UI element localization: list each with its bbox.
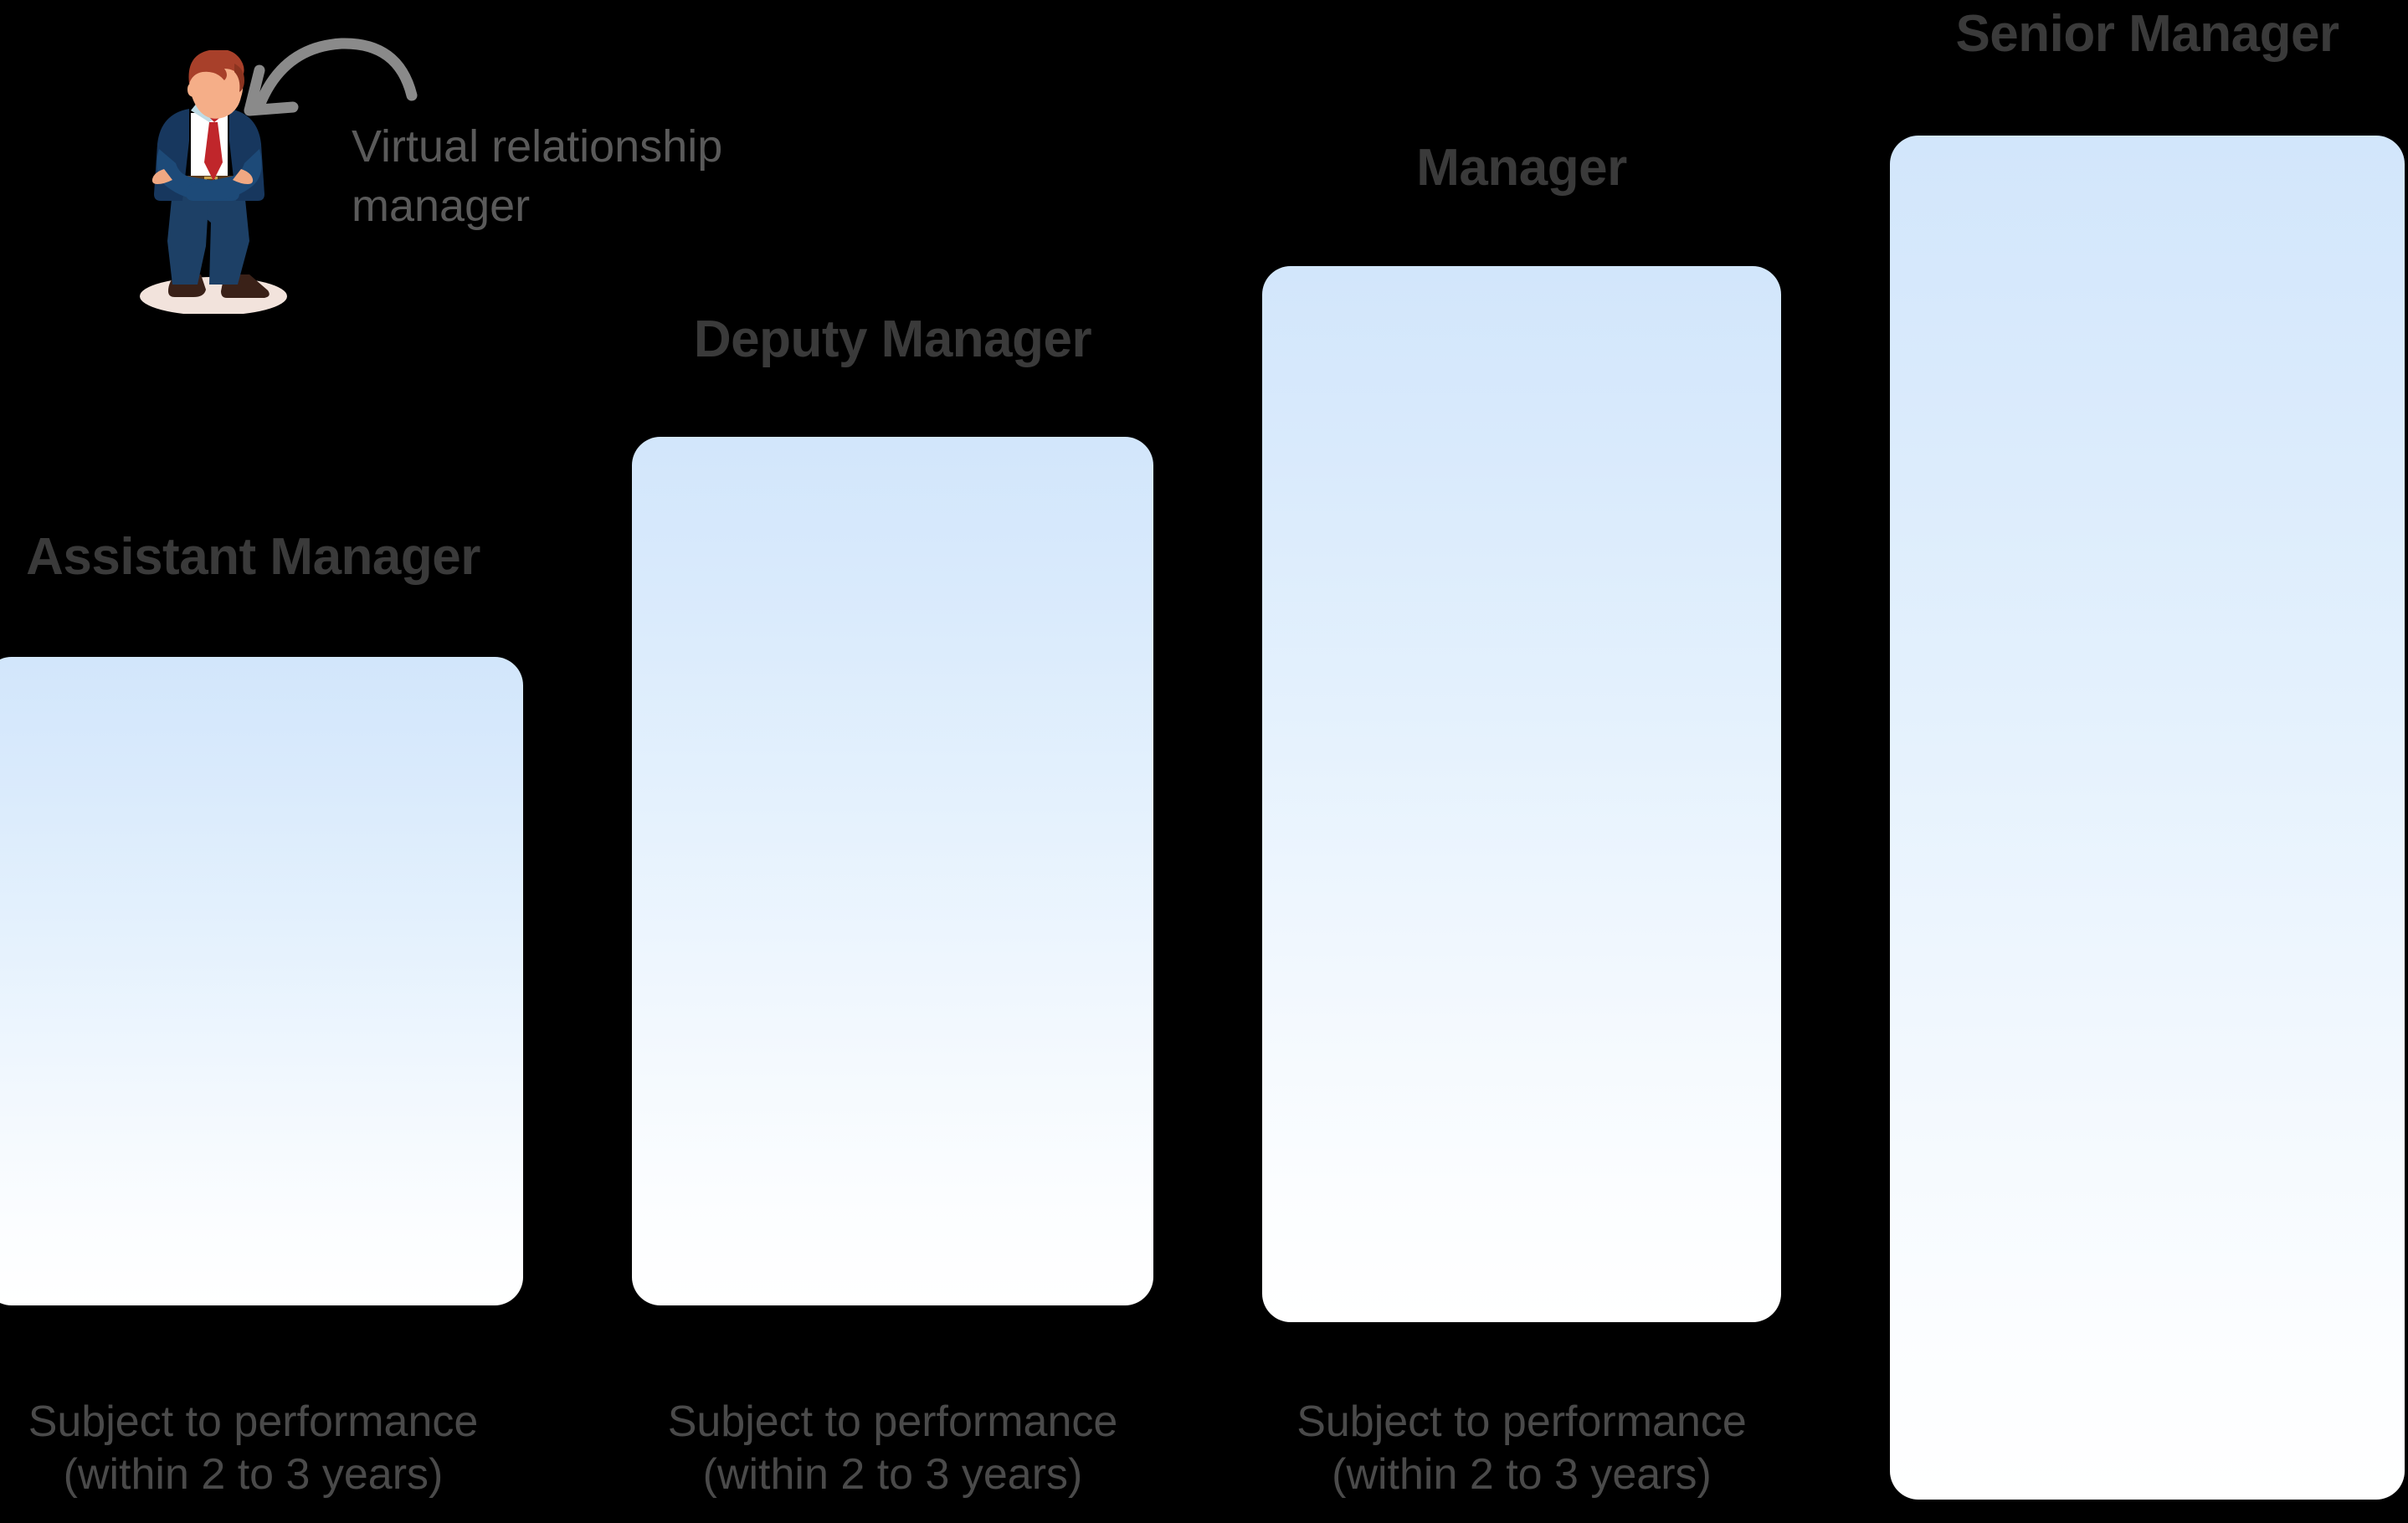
businessman-avatar-icon <box>117 49 326 315</box>
bar-manager[interactable] <box>1262 266 1781 1322</box>
caption-line-2: (within 2 to 3 years) <box>63 1450 444 1500</box>
annotation-virtual-relationship-manager: Virtual relationship manager <box>352 117 722 237</box>
caption-line-1: Subject to performance <box>28 1397 479 1446</box>
curved-arrow-icon <box>234 33 435 142</box>
bar-senior-manager[interactable] <box>1890 136 2405 1500</box>
annotation-line-1: Virtual relationship <box>352 121 723 172</box>
tier-title-deputy-manager: Deputy Manager <box>693 310 1092 368</box>
tier-title-assistant-manager: Assistant Manager <box>26 528 480 586</box>
caption-line-1: Subject to performance <box>667 1397 1118 1446</box>
bar-assistant-manager[interactable] <box>0 657 523 1305</box>
tier-title-manager: Manager <box>1416 139 1627 197</box>
caption-manager: Subject to performance (within 2 to 3 ye… <box>1262 1396 1781 1502</box>
caption-line-2: (within 2 to 3 years) <box>1332 1450 1712 1500</box>
annotation-line-2: manager <box>352 181 531 232</box>
caption-line-1: Subject to performance <box>1296 1397 1747 1446</box>
tier-title-senior-manager: Senior Manager <box>1955 5 2339 63</box>
bar-deputy-manager[interactable] <box>632 437 1153 1305</box>
caption-deputy-manager: Subject to performance (within 2 to 3 ye… <box>632 1396 1153 1502</box>
caption-assistant-manager: Subject to performance (within 2 to 3 ye… <box>0 1396 523 1502</box>
caption-line-2: (within 2 to 3 years) <box>702 1450 1083 1500</box>
